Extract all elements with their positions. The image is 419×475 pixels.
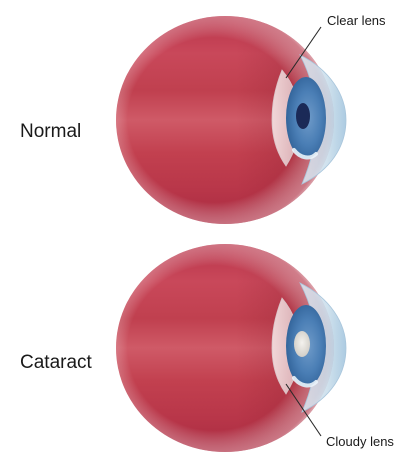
cataract-label: Cataract: [20, 352, 93, 373]
cataract-cloudy-pupil: [294, 331, 310, 357]
normal-eyeball-rim: [116, 16, 334, 224]
clear-lens-label: Clear lens: [327, 13, 386, 28]
cataract-eye: [116, 244, 347, 452]
cataract-eyeball-rim: [116, 244, 334, 452]
normal-label: Normal: [20, 121, 81, 142]
normal-pupil: [296, 103, 310, 129]
normal-iris-highlight: [292, 148, 318, 160]
cloudy-lens-label: Cloudy lens: [326, 434, 394, 449]
normal-eye: [116, 16, 347, 224]
cataract-iris-highlight: [292, 376, 318, 388]
clear-lens-leader-line: [285, 26, 322, 79]
cloudy-lens-leader-line: [285, 383, 322, 437]
